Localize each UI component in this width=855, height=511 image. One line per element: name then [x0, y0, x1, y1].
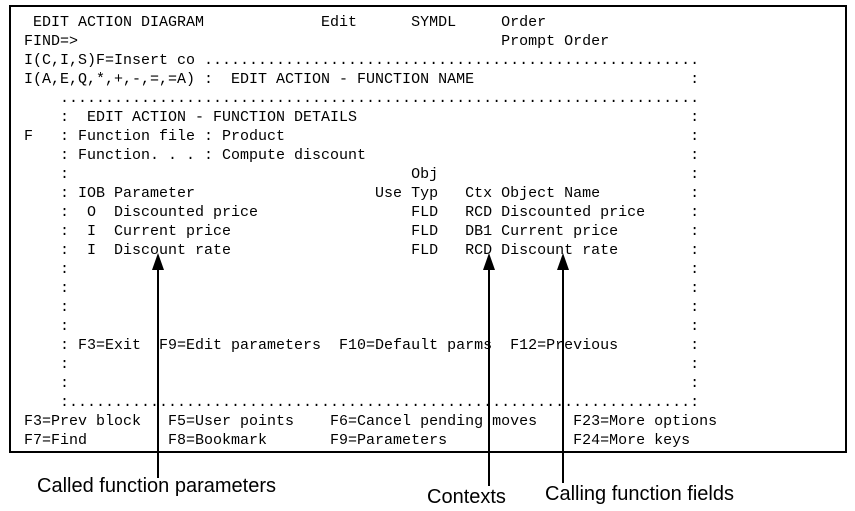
blank-window-line: : :	[24, 299, 700, 316]
find-prompt-line[interactable]: FIND=> Prompt Order	[24, 33, 610, 50]
blank-window-line: : :	[24, 356, 700, 373]
function-name-window-line: I(A,E,Q,*,+,-,=,=A) : EDIT ACTION - FUNC…	[24, 71, 700, 88]
window-function-keys-line[interactable]: : F3=Exit F9=Edit parameters F10=Default…	[24, 337, 700, 354]
details-window-bottom-border: :.......................................…	[24, 394, 700, 411]
terminal-screen: EDIT ACTION DIAGRAM Edit SYMDL Order FIN…	[9, 5, 847, 453]
function-keys-line-1[interactable]: F3=Prev block F5=User points F6=Cancel p…	[24, 413, 718, 430]
column-header-obj-line: : Obj :	[24, 166, 700, 183]
contexts-arrowhead	[483, 253, 495, 270]
blank-window-line: : :	[24, 261, 700, 278]
blank-window-line: : :	[24, 318, 700, 335]
parameter-row[interactable]: : I Current price FLD DB1 Current price …	[24, 223, 700, 240]
function-keys-line-2[interactable]: F7=Find F8=Bookmark F9=Parameters F24=Mo…	[24, 432, 691, 449]
called-parameters-arrowhead	[152, 253, 164, 270]
function-line: : Function. . . : Compute discount :	[24, 147, 700, 164]
blank-window-line: : :	[24, 280, 700, 297]
screen-title-line: EDIT ACTION DIAGRAM Edit SYMDL Order	[24, 14, 547, 31]
insert-command-line[interactable]: I(C,I,S)F=Insert co ....................…	[24, 52, 700, 69]
calling-fields-arrowhead	[557, 253, 569, 270]
called-function-parameters-label: Called function parameters	[37, 475, 277, 497]
calling-function-fields-label: Calling function fields	[545, 483, 734, 505]
blank-window-line: : :	[24, 375, 700, 392]
details-window-title: : EDIT ACTION - FUNCTION DETAILS :	[24, 109, 700, 126]
column-header-line: : IOB Parameter Use Typ Ctx Object Name …	[24, 185, 700, 202]
details-window-top-border: ........................................…	[24, 90, 700, 107]
contexts-label: Contexts	[427, 486, 506, 508]
function-file-line: F : Function file : Product :	[24, 128, 700, 145]
parameter-row[interactable]: : I Discount rate FLD RCD Discount rate …	[24, 242, 700, 259]
parameter-row[interactable]: : O Discounted price FLD RCD Discounted …	[24, 204, 700, 221]
